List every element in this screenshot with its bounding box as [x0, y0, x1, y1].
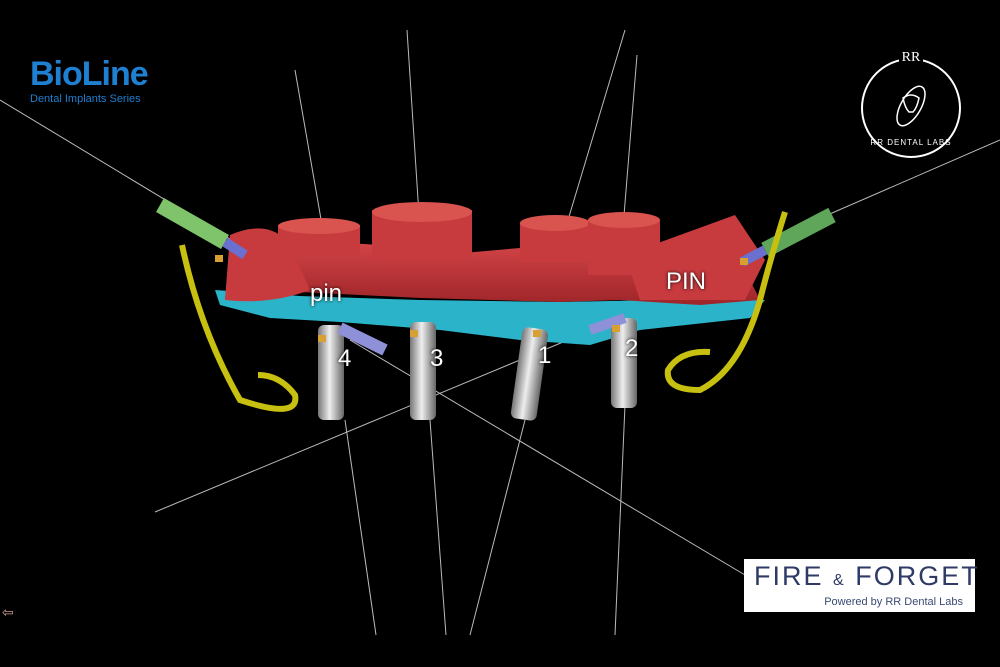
ff-forget: FORGET: [855, 561, 980, 591]
implant-label-4: 4: [338, 345, 352, 372]
wires: [179, 211, 788, 412]
ff-amp: &: [833, 572, 846, 589]
back-arrow-icon[interactable]: ⇦: [2, 604, 14, 620]
rr-dental-labs-logo: RR RR DENTAL LABS: [861, 50, 961, 158]
surgical-guide: [225, 202, 765, 305]
bioline-name: BioLine: [30, 55, 149, 93]
pin-label-right: PIN: [666, 268, 707, 295]
lock-icons: [215, 255, 748, 342]
tooth-icon: [896, 85, 926, 127]
implants: [318, 313, 637, 421]
rr-name: RR DENTAL LABS: [870, 138, 952, 147]
ff-fire: FIRE: [754, 561, 824, 591]
ff-powered-by: Powered by RR Dental Labs: [824, 596, 963, 608]
pin-label-left: pin: [310, 280, 343, 307]
implant-label-1: 1: [538, 342, 552, 369]
implant-label-3: 3: [430, 345, 444, 372]
implant-label-2: 2: [625, 335, 639, 362]
fire-forget-logo: FIRE & FORGET Powered by RR Dental Labs: [744, 559, 978, 612]
bioline-subtitle: Dental Implants Series: [30, 93, 141, 105]
rr-initials: RR: [898, 50, 924, 65]
bioline-logo: BioLine Dental Implants Series: [30, 55, 149, 106]
